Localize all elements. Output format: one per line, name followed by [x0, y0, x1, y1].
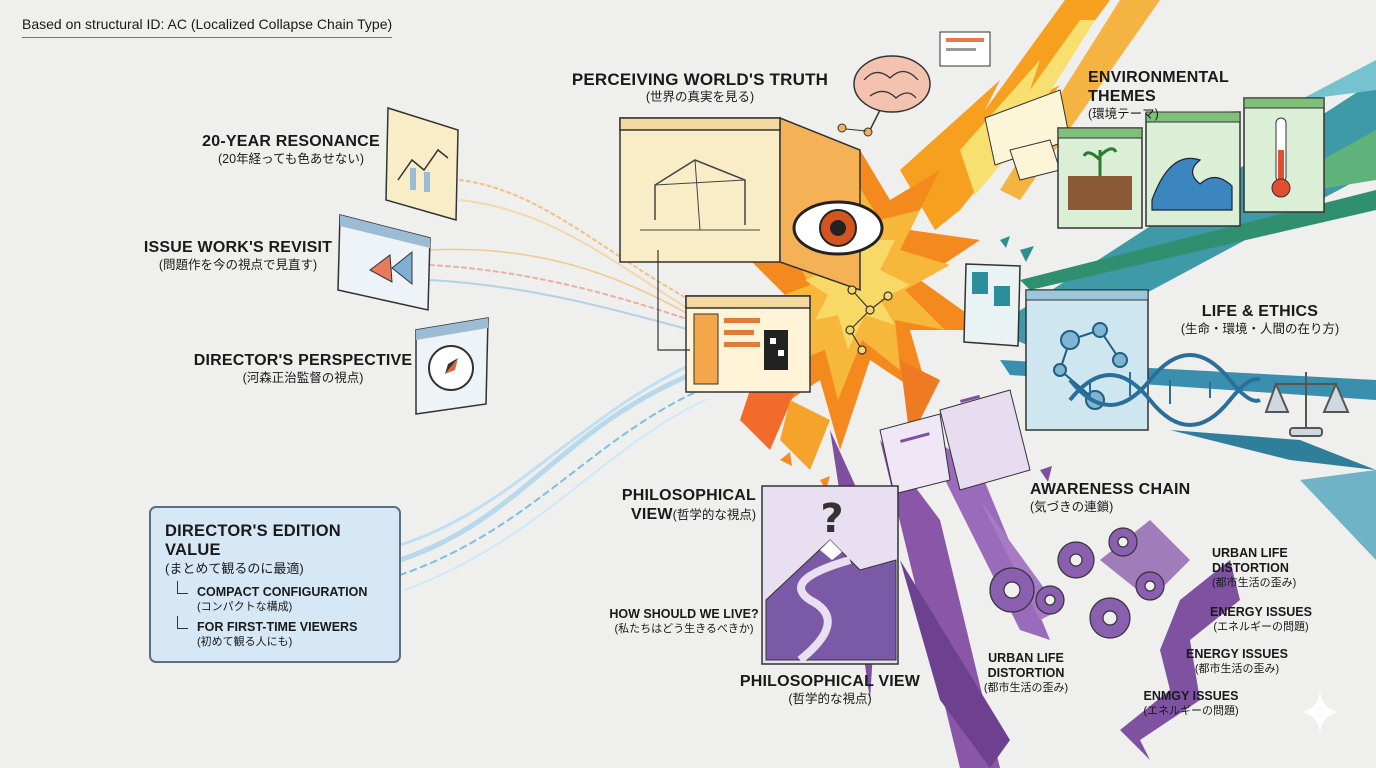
- graph-panel: [385, 106, 459, 221]
- sprout-icon: [1082, 147, 1118, 176]
- brain-icon: [837, 55, 931, 137]
- philosophical-bottom-title: PHILOSOPHICAL VIEW: [739, 673, 921, 690]
- network-nodes: [845, 285, 893, 355]
- flow-lines: [397, 179, 706, 591]
- environmental-label: ENVIRONMENTAL THEMES (環境テーマ): [1088, 68, 1288, 123]
- note-cards: [939, 31, 1071, 181]
- perspective-title: DIRECTOR'S PERSPECTIVE: [193, 352, 413, 369]
- life-ethics-title: LIFE & ETHICS: [1201, 303, 1319, 320]
- scales-icon: [1264, 372, 1350, 437]
- philosophical-bottom-subtitle: (哲学的な視点): [788, 692, 872, 706]
- revisit-subtitle: (問題作を今の視点で見直す): [158, 258, 318, 272]
- perceiving-subtitle: (世界の真実を見る): [645, 90, 755, 104]
- energy1-label: ENERGY ISSUES (エネルギーの問題): [1196, 605, 1326, 634]
- urban-bottom-line1: URBAN LIFE: [988, 651, 1064, 665]
- perceiving-label: PERCEIVING WORLD'S TRUTH (世界の真実を見る): [566, 70, 834, 106]
- edition-item-subtitle: (コンパクトな構成): [197, 601, 293, 613]
- urban-bottom-label: URBAN LIFE DISTORTION (都市生活の歪み): [966, 651, 1086, 695]
- awareness-label: AWARENESS CHAIN (気づきの連鎖): [1030, 480, 1200, 516]
- eye-icon: [792, 200, 884, 256]
- gears-icon: [989, 527, 1165, 639]
- urban-top-label: URBAN LIFE DISTORTION (都市生活の歪み): [1212, 546, 1342, 590]
- enmgy-label: ENMGY ISSUES (エネルギーの問題): [1126, 689, 1256, 718]
- edition-title: DIRECTOR'S EDITION VALUE: [165, 522, 341, 559]
- urban-bottom-line2: DISTORTION: [987, 666, 1065, 680]
- urban-bottom-subtitle: (都市生活の歪み): [983, 682, 1069, 694]
- urban-top-line2: DISTORTION: [1212, 561, 1289, 575]
- enmgy-subtitle: (エネルギーの問題): [1143, 705, 1239, 717]
- enmgy-title: ENMGY ISSUES: [1143, 689, 1239, 703]
- perceiving-title: PERCEIVING WORLD'S TRUTH: [571, 70, 829, 89]
- urban-top-subtitle: (都市生活の歪み): [1212, 577, 1297, 589]
- environmental-subtitle: (環境テーマ): [1088, 107, 1159, 121]
- urban-top-line1: URBAN LIFE: [1212, 546, 1288, 560]
- how-live-subtitle: (私たちはどう生きるべきか): [614, 623, 754, 635]
- tree-branch: [177, 616, 188, 629]
- purple-documents: [879, 389, 1031, 495]
- edition-box: DIRECTOR'S EDITION VALUE (まとめて観るのに最適) CO…: [149, 506, 401, 663]
- awareness-title: AWARENESS CHAIN: [1030, 481, 1191, 498]
- resonance-subtitle: (20年経っても色あせない): [218, 152, 364, 166]
- philosophical-side-label: PHILOSOPHICAL VIEW(哲学的な視点): [596, 486, 756, 524]
- env-panels: [1057, 97, 1325, 229]
- energy2-label: ENERGY ISSUES (都市生活の歪み): [1162, 647, 1312, 676]
- life-ethics-subtitle: (生命・環境・人間の在り方): [1180, 322, 1340, 336]
- question-mark-icon: ?: [820, 496, 843, 542]
- edition-item-title: COMPACT CONFIGURATION: [197, 585, 368, 599]
- document-box: [685, 295, 811, 393]
- philosophical-side-line2: VIEW: [630, 506, 673, 523]
- edition-item-subtitle: (初めて観る人にも): [197, 636, 293, 648]
- how-live-title: HOW SHOULD WE LIVE?: [609, 607, 759, 621]
- energy1-title: ENERGY ISSUES: [1210, 605, 1312, 619]
- philosophical-card: ?: [761, 485, 899, 665]
- perspective-label: DIRECTOR'S PERSPECTIVE (河森正治監督の視点): [192, 351, 414, 387]
- revisit-label: ISSUE WORK'S REVISIT (問題作を今の視点で見直す): [136, 238, 340, 274]
- revisit-panel: [337, 214, 431, 311]
- philosophical-bottom-label: PHILOSOPHICAL VIEW (哲学的な視点): [730, 672, 930, 708]
- edition-item: FOR FIRST-TIME VIEWERS (初めて観る人にも): [165, 616, 399, 649]
- resonance-label: 20-YEAR RESONANCE (20年経っても色あせない): [196, 132, 386, 168]
- sparkle-icon: [1300, 690, 1340, 734]
- philosophical-side-line1: PHILOSOPHICAL: [621, 487, 756, 504]
- energy2-title: ENERGY ISSUES: [1186, 647, 1288, 661]
- wave-icon: [1151, 157, 1233, 211]
- environmental-title: ENVIRONMENTAL THEMES: [1088, 69, 1229, 105]
- tree-branch: [177, 581, 188, 594]
- edition-item: COMPACT CONFIGURATION (コンパクトな構成): [165, 581, 399, 614]
- revisit-title: ISSUE WORK'S REVISIT: [143, 239, 333, 256]
- perspective-subtitle: (河森正治監督の視点): [242, 371, 364, 385]
- structural-note: Based on structural ID: AC (Localized Co…: [22, 16, 393, 38]
- life-ethics-label: LIFE & ETHICS (生命・環境・人間の在り方): [1170, 302, 1350, 338]
- life-panels: [963, 263, 1350, 437]
- philosophical-side-subtitle: (哲学的な視点): [672, 508, 756, 522]
- resonance-title: 20-YEAR RESONANCE: [202, 133, 380, 150]
- energy1-subtitle: (エネルギーの問題): [1213, 621, 1309, 633]
- edition-item-title: FOR FIRST-TIME VIEWERS: [197, 620, 358, 634]
- dna-icon: [1068, 353, 1261, 427]
- how-live-label: HOW SHOULD WE LIVE? (私たちはどう生きるべきか): [598, 607, 770, 636]
- compass-panel: [415, 317, 489, 415]
- awareness-subtitle: (気づきの連鎖): [1030, 500, 1114, 514]
- edition-subtitle: (まとめて観るのに最適): [165, 561, 304, 576]
- energy2-subtitle: (都市生活の歪み): [1194, 663, 1280, 675]
